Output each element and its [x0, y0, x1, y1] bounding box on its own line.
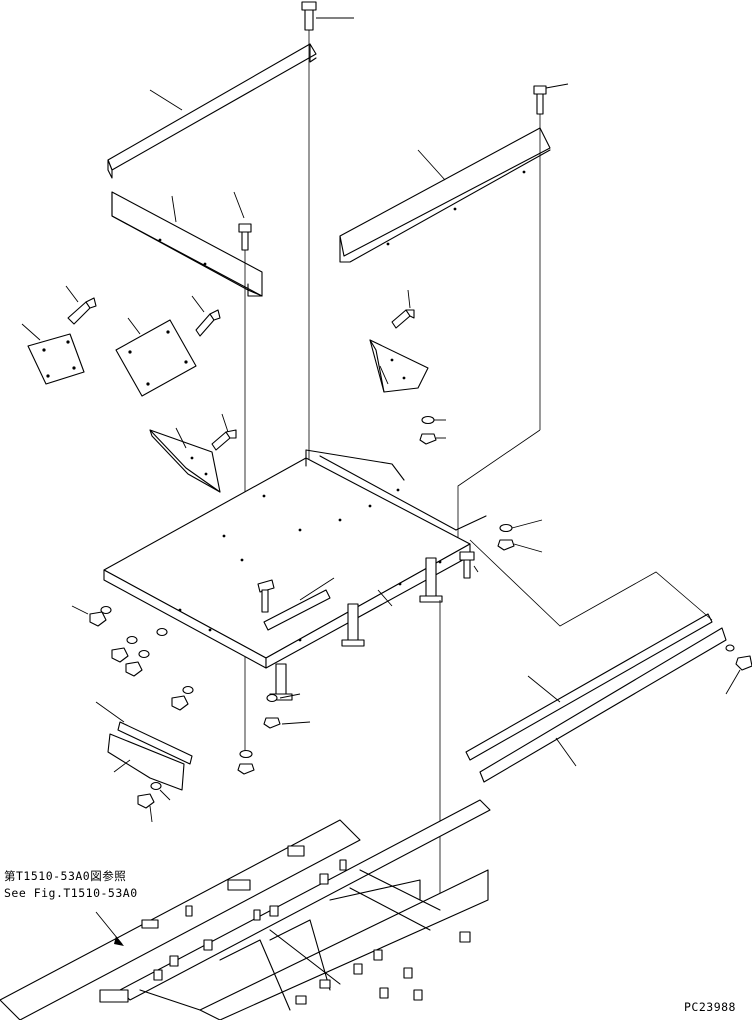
side-plate-lower-left: [95, 701, 193, 823]
reference-note-en: See Fig.T1510-53A0: [4, 886, 138, 900]
bolt-top-right: [533, 83, 569, 115]
frame-legs: [269, 557, 443, 701]
angle-bracket-middle-left: [111, 191, 263, 297]
gusset-left: [149, 413, 237, 493]
reference-note-jp: 第T1510-53A0図参照: [4, 869, 127, 883]
long-angle-right: [465, 539, 752, 783]
gusset-right: [369, 289, 429, 393]
plate-small-left: [21, 285, 97, 385]
center-bolt-bar: [257, 577, 335, 631]
washer-nut-left-center: [237, 693, 311, 775]
bolt-center-left: [233, 191, 252, 251]
bolt-top: [301, 1, 317, 31]
washer-nut-right-upper: [419, 415, 446, 445]
plate-square-left: [115, 295, 221, 397]
washer-nut-right-mid: [497, 519, 543, 553]
angle-bracket-upper-right: [339, 127, 551, 263]
leader-lines: [149, 17, 354, 111]
angle-bracket-upper-left: [107, 43, 317, 179]
main-frame: [103, 449, 487, 669]
washers-nuts-left: [71, 605, 194, 711]
bolt-right-frame: [459, 551, 479, 579]
chassis-frame: [0, 799, 491, 1020]
drawing-code: PC23988: [684, 1000, 736, 1014]
